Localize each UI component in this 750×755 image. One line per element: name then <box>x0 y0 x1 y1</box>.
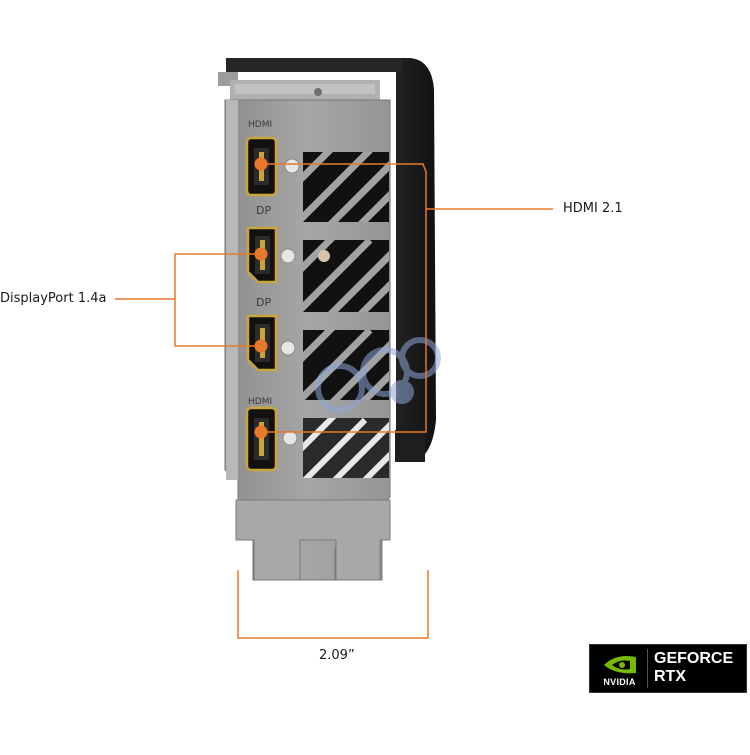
hdmi-callout <box>254 157 553 439</box>
port-label-dp-1: DP <box>256 204 271 217</box>
displayport-callout <box>115 247 268 353</box>
bracket-top-tab <box>218 72 380 102</box>
badge-divider <box>647 649 648 688</box>
port-label-hdmi-top: HDMI <box>248 120 272 130</box>
width-dimension-line <box>237 570 429 639</box>
port-label-hdmi-bottom: HDMI <box>248 397 272 407</box>
geforce-rtx-badge: NVIDIA GEFORCE RTX <box>589 644 747 693</box>
port-labels: HDMI DP DP HDMI <box>248 120 272 407</box>
displayport-callout-label: DisplayPort 1.4a <box>0 291 107 306</box>
store-watermark-logo-icon <box>315 337 441 413</box>
nvidia-eye-logo-icon <box>604 656 636 674</box>
nvidia-logo-block: NVIDIA <box>592 647 645 690</box>
bracket-width-label: 2.09” <box>319 648 355 663</box>
port-label-dp-2: DP <box>256 296 271 309</box>
hdmi-port-2 <box>245 406 278 472</box>
geforce-rtx-text: GEFORCE RTX <box>654 650 734 685</box>
bracket-screws <box>280 158 300 446</box>
nvidia-brand-text: NVIDIA <box>603 677 636 687</box>
hdmi-callout-label: HDMI 2.1 <box>563 201 623 216</box>
hdmi-port-1 <box>245 136 278 197</box>
cooler-shroud <box>226 58 436 462</box>
